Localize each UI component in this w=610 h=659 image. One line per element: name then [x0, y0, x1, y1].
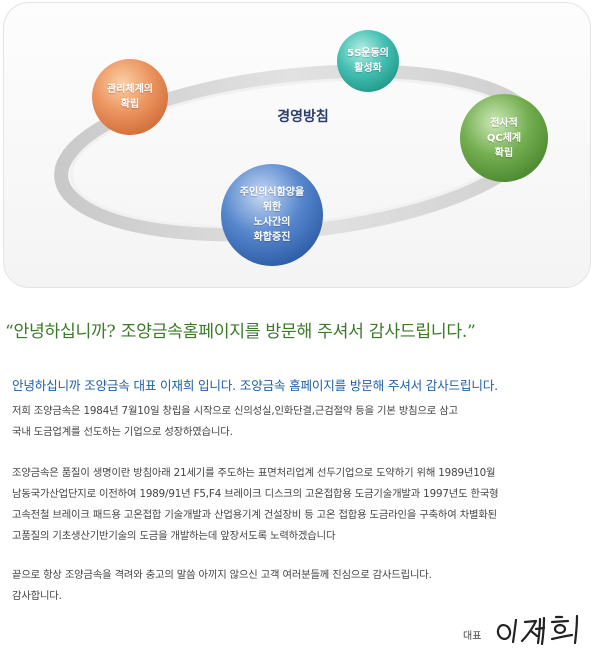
node-qc-label: 전사적 QC체계 확립 [486, 117, 522, 159]
management-policy-diagram: 경영방침 관리체계의 확립 5S운동의 활성화 전사적 QC체계 확립 주인의식… [3, 2, 591, 288]
node-management-label: 관리체계의 확립 [107, 84, 153, 110]
greeting-headline: “안녕하십니까? 조양금속홈페이지를 방문해 주셔서 감사드립니다.” [5, 322, 476, 342]
handwritten-signature [496, 614, 579, 646]
orbit-diagram-svg [54, 30, 548, 266]
node-harmony-label: 주인의식함양을 위한 노사간의 화합증진 [239, 187, 305, 243]
node-qc-circle [460, 94, 548, 182]
signature-title: 대표 [463, 631, 482, 642]
node-5s-label: 5S운동의 활성화 [347, 48, 389, 74]
node-5s-circle [337, 30, 399, 92]
node-harmony-circle [221, 164, 323, 266]
intro-line: 안녕하십니까 조양금속 대표 이재희 입니다. 조양금속 홈페이지를 방문해 주… [12, 378, 498, 393]
node-management-circle [92, 59, 168, 135]
paragraph-history: 저희 조양금속은 1984년 7월10일 창립을 시작으로 신의성실,인화단결,… [12, 405, 458, 438]
diagram-center-title: 경영방침 [277, 109, 329, 125]
paragraph-closing: 끝으로 항상 조양금속을 격려와 충고의 말씀 아끼지 않으신 고객 여러분들께… [12, 569, 432, 602]
paragraph-quality: 조양금속은 품질이 생명이란 방침아래 21세기를 주도하는 표면처리업계 선두… [12, 467, 499, 542]
